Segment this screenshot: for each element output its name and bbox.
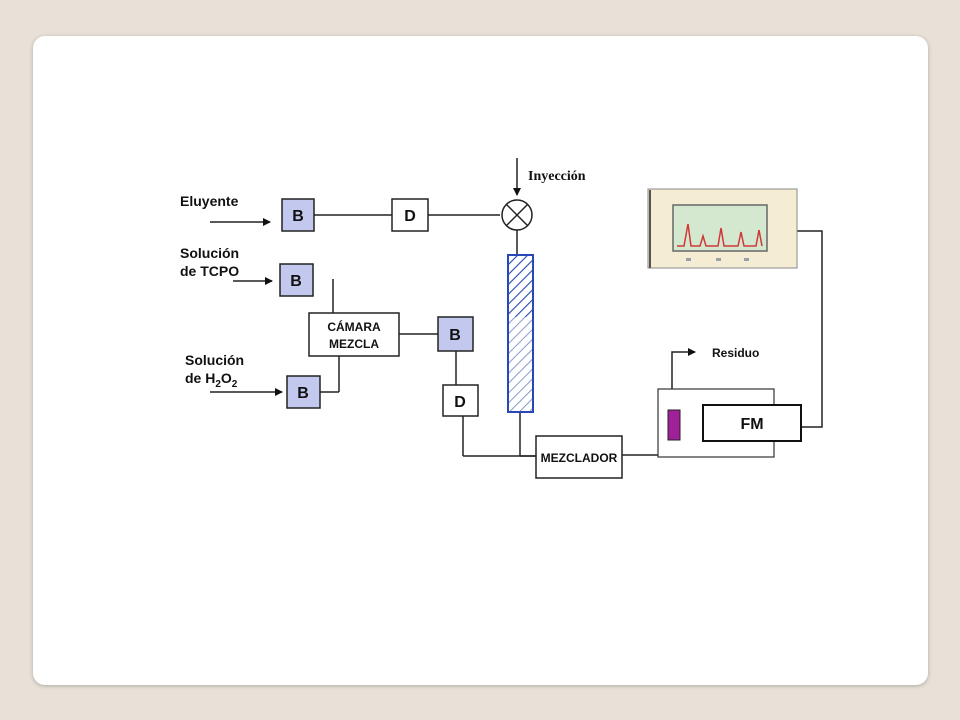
mixer: MEZCLADOR <box>535 435 623 479</box>
svg-text:FM: FM <box>740 416 763 433</box>
slide-panel <box>33 36 928 685</box>
reagent-damper: D <box>442 384 479 417</box>
svg-text:MEZCLADOR: MEZCLADOR <box>541 451 618 465</box>
waste-label: Residuo <box>712 346 759 360</box>
svg-text:B: B <box>297 385 309 402</box>
eluent-pump: B <box>281 198 315 232</box>
h2o2-pump: B <box>286 375 321 409</box>
svg-text:CÁMARA: CÁMARA <box>327 319 381 334</box>
svg-text:B: B <box>292 208 304 225</box>
h2o2-subscript-2: 2 <box>232 379 238 390</box>
connection-lines <box>314 214 823 457</box>
detector-housing: FM <box>657 388 802 458</box>
h2o2-prefix: de H <box>185 370 215 386</box>
svg-text:D: D <box>404 208 416 225</box>
injection-valve-icon <box>501 199 533 231</box>
mixing-chamber: CÁMARA MEZCLA <box>308 312 400 357</box>
eluent-damper: D <box>391 198 429 232</box>
chromatogram-trace <box>677 223 763 247</box>
tcpo-label-line2: de TCPO <box>180 263 239 279</box>
h2o2-subscript-1: 2 <box>215 379 221 390</box>
tcpo-label-line1: Solución <box>180 245 239 261</box>
svg-text:MEZCLA: MEZCLA <box>329 337 379 351</box>
h2o2-label-line2: de H2O2 <box>185 370 238 390</box>
chromatography-column <box>507 254 534 413</box>
tcpo-pump: B <box>279 263 314 297</box>
svg-text:B: B <box>449 327 461 344</box>
flow-cell <box>667 409 681 441</box>
h2o2-o: O <box>221 370 232 386</box>
fluorescence-detector <box>702 404 802 442</box>
svg-text:B: B <box>290 273 302 290</box>
h2o2-label-line1: Solución <box>185 352 244 368</box>
monitor-icon <box>647 188 798 269</box>
svg-text:D: D <box>454 394 466 411</box>
injection-label: Inyección <box>528 169 586 184</box>
reagent-pump: B <box>437 316 474 352</box>
eluent-label: Eluyente <box>180 193 239 209</box>
